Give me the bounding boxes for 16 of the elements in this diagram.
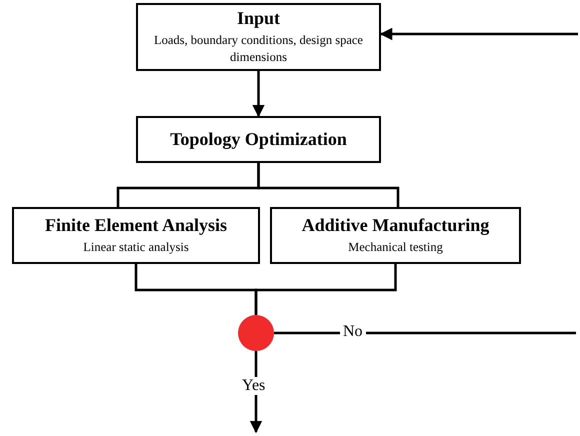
box-description: Mechanical testing [348,239,443,256]
connector-line [254,264,397,315]
box-title: Finite Element Analysis [44,214,227,236]
process-box [270,207,521,264]
process-box [12,207,260,264]
input-box [136,3,381,71]
box-description: Loads, boundary conditions, design space dimensions [153,32,364,66]
connector-line [257,163,400,207]
box-description: Linear static analysis [83,239,189,256]
box-title: Additive Manufacturing [302,214,490,236]
connector-line [252,71,265,118]
decision-circle [238,315,274,351]
process-box [136,116,381,163]
box-title: Topology Optimization [170,129,347,150]
connector-line [380,28,578,40]
box-title: Input [236,8,280,28]
